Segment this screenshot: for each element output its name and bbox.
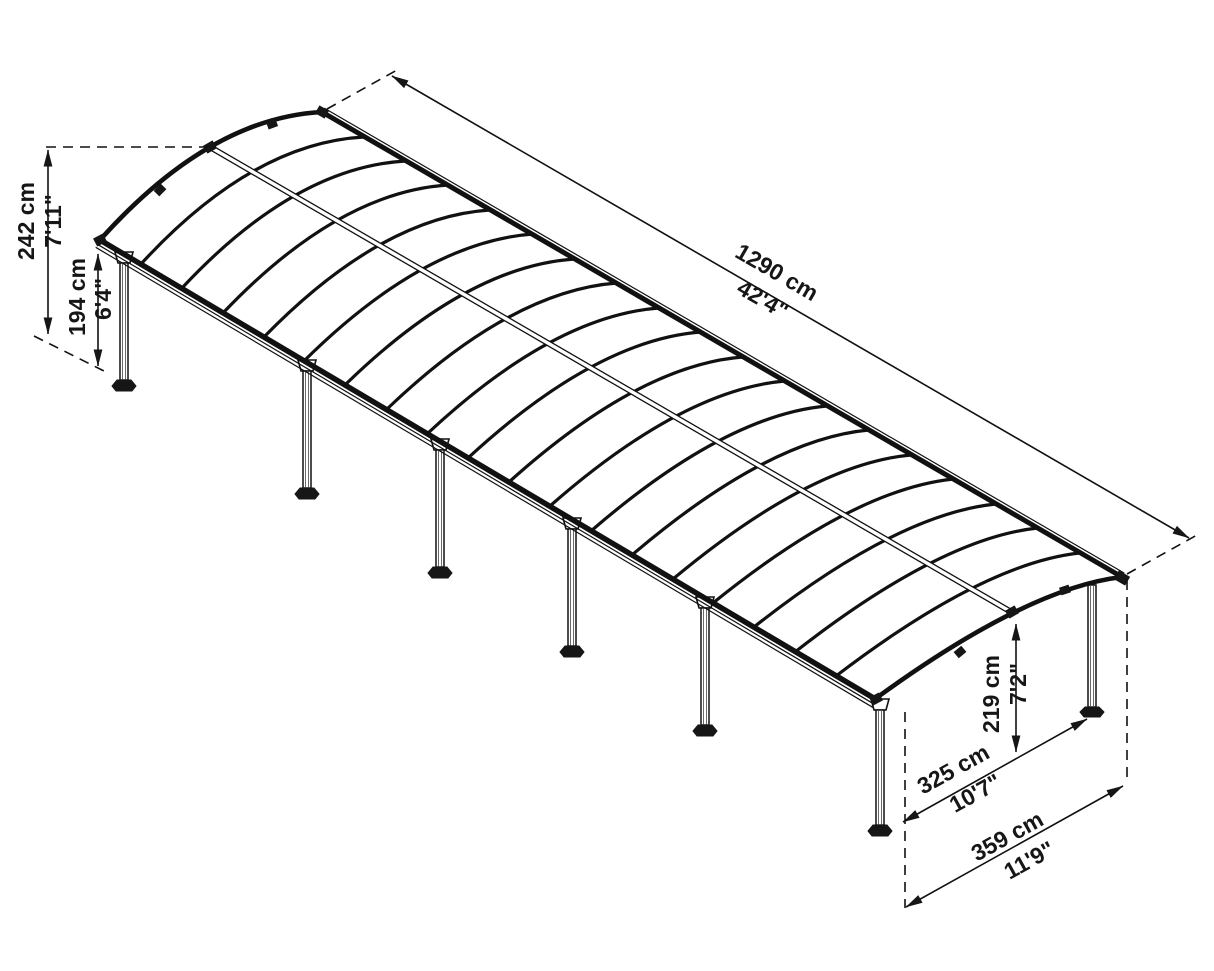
roof-rib — [671, 453, 913, 581]
connector-nodes — [93, 105, 1131, 706]
dim-length: 1290 cm 42'4" — [326, 69, 1198, 575]
dim-front-clearance-imperial-label: 7'2" — [1005, 663, 1031, 705]
post — [559, 517, 585, 658]
roof-rib — [834, 551, 1082, 678]
dimension-annotations: 242 cm 7'11" 194 cm 6'4" 1290 cm 42'4" 2… — [13, 69, 1198, 908]
dim-eave-height: 194 cm 6'4" — [64, 253, 116, 367]
ridge-junction-node — [202, 140, 218, 154]
roof-rib — [711, 477, 956, 605]
ridge-junction-node — [1004, 605, 1020, 619]
roof-rib — [752, 502, 998, 629]
roof-rib — [343, 257, 577, 387]
dim-front-clearance: 219 cm 7'2" — [978, 623, 1031, 753]
post — [111, 251, 137, 392]
dim-inner-width: 325 cm 10'7" — [902, 712, 1088, 908]
roof-rib — [262, 208, 492, 339]
post — [427, 438, 453, 579]
ground-extension-line — [33, 335, 111, 375]
roof-rib — [425, 306, 661, 436]
dim-peak-height: 242 cm 7'11" — [13, 146, 208, 375]
roof-rib — [180, 159, 408, 290]
corner-block — [93, 233, 107, 247]
roof-rib — [793, 526, 1040, 654]
corner-block — [869, 692, 883, 706]
roof-rib — [466, 330, 703, 460]
dim-peak-height-metric-label: 242 cm — [13, 182, 39, 260]
support-posts — [111, 251, 1105, 837]
post — [867, 698, 893, 837]
dim-front-clearance-metric-label: 219 cm — [978, 655, 1004, 733]
dim-peak-height-imperial-label: 7'11" — [40, 194, 66, 247]
post — [692, 596, 718, 737]
dim-eave-height-metric-label: 194 cm — [64, 258, 90, 336]
arch-node — [265, 118, 279, 130]
roof-rib — [302, 232, 535, 363]
roof-rib — [548, 379, 787, 508]
post — [294, 359, 320, 500]
roof-rib — [507, 355, 745, 484]
corner-block — [314, 105, 330, 119]
roof-rib — [139, 135, 366, 266]
dimension-line — [905, 785, 1124, 908]
arch-node — [153, 183, 167, 197]
roof-rib — [589, 404, 829, 533]
roof-rib — [221, 183, 450, 315]
extension-line — [326, 69, 398, 110]
roof-ribs — [139, 135, 1082, 678]
roof-rib — [384, 281, 619, 412]
arch-node — [1059, 584, 1071, 596]
roof-rib — [630, 428, 871, 557]
extension-line — [1126, 534, 1198, 575]
arch-node — [953, 645, 967, 659]
post-back-right — [1079, 584, 1105, 718]
dim-eave-height-imperial-label: 6'4" — [90, 278, 116, 320]
carport-structure — [93, 105, 1131, 837]
left-end-arch — [97, 109, 325, 243]
dimension-line — [391, 75, 1190, 539]
